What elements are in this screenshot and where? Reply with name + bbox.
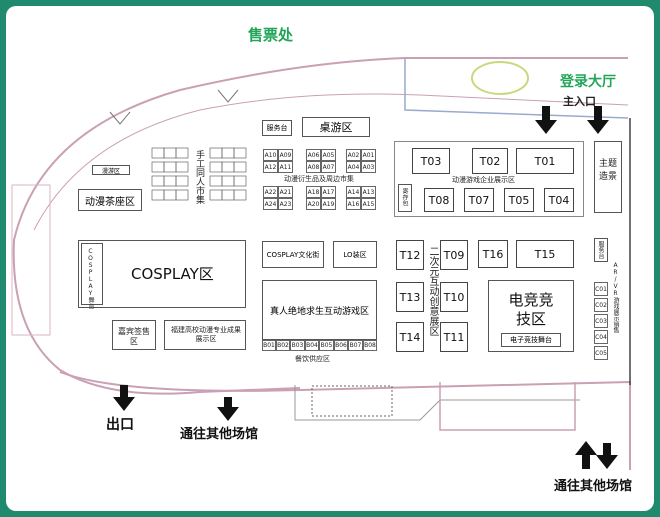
ticket-office-label: 售票处 <box>248 26 294 44</box>
booth-t11: T11 <box>440 322 468 352</box>
cosplay-area: COSPLAY舞台 COSPLAY区 <box>78 240 246 309</box>
booth: A17 <box>321 186 336 198</box>
booth-t03: T03 <box>412 148 450 174</box>
booth: A24 <box>263 198 278 210</box>
small-zone: 漫游区 <box>92 165 130 175</box>
cosplay-area-label: COSPLAY区 <box>131 265 214 283</box>
info-desk: 服务台 <box>594 238 608 262</box>
booth: B07 <box>348 340 363 351</box>
booth: A06 <box>306 149 321 161</box>
booth: A12 <box>263 161 278 173</box>
booth-t14: T14 <box>396 322 424 352</box>
main-entrance-label: 主入口 <box>563 95 596 108</box>
booth: A08 <box>306 161 321 173</box>
catering-label: 餐饮供应区 <box>295 355 330 363</box>
booth: A18 <box>306 186 321 198</box>
booth: A09 <box>278 149 293 161</box>
booth: B01 <box>262 340 276 351</box>
booth: A20 <box>306 198 321 210</box>
booth-t07: T07 <box>464 188 494 212</box>
booth: C02 <box>594 298 608 312</box>
booth-t12: T12 <box>396 240 424 270</box>
ar-vr-label: AR/VR游戏展示销售 <box>612 262 619 333</box>
booth-t13: T13 <box>396 282 424 312</box>
cosplay-stage: COSPLAY舞台 <box>81 243 103 309</box>
creative-area-label: 二次元互动创意展区 <box>427 246 438 336</box>
booth: A21 <box>278 186 293 198</box>
to-other-halls-label-2: 通往其他场馆 <box>554 479 633 494</box>
booth: A23 <box>278 198 293 210</box>
booth: C01 <box>594 282 608 296</box>
booth: A22 <box>263 186 278 198</box>
storage-area: 寄存包 <box>398 184 412 212</box>
booth-t16: T16 <box>478 240 508 268</box>
booth: C05 <box>594 346 608 360</box>
booth: B03 <box>290 340 305 351</box>
to-other-halls-label-1: 通往其他场馆 <box>180 427 259 442</box>
booth: C03 <box>594 314 608 328</box>
theme-scene: 主题造景 <box>594 141 622 213</box>
booth: A19 <box>321 198 336 210</box>
booth: A15 <box>361 198 376 210</box>
esports-area: 电竞竞技区 电子竞技舞台 <box>488 280 574 352</box>
booth: B05 <box>319 340 334 351</box>
booth: A10 <box>263 149 278 161</box>
booth: B02 <box>276 340 290 351</box>
service-desk: 服务台 <box>262 120 292 136</box>
booth: A13 <box>361 186 376 198</box>
booth-t08: T08 <box>424 188 454 212</box>
booth: A02 <box>346 149 361 161</box>
lobby-label: 登录大厅 <box>560 74 616 90</box>
booth: C04 <box>594 330 608 344</box>
booth-t02: T02 <box>472 148 508 174</box>
fujian-showcase-area: 福建高校动漫专业成果展示区 <box>164 320 246 350</box>
booth: A07 <box>321 161 336 173</box>
exit-label: 出口 <box>106 417 134 433</box>
booth-t01: T01 <box>516 148 574 174</box>
booth: B04 <box>305 340 319 351</box>
booth: A01 <box>361 149 376 161</box>
booth: A05 <box>321 149 336 161</box>
board-games-area: 桌游区 <box>302 117 370 137</box>
booth-t10: T10 <box>440 282 468 312</box>
merch-market-label: 动漫衍生品及周边市集 <box>284 175 354 183</box>
booth: B06 <box>334 340 348 351</box>
lo-area: LO装区 <box>333 241 377 268</box>
booth: A11 <box>278 161 293 173</box>
booth-t15: T15 <box>516 240 574 268</box>
enterprise-label: 动漫游戏企业展示区 <box>452 176 515 184</box>
guest-signing-area: 嘉宾签售区 <box>112 320 156 350</box>
booth: A14 <box>346 186 361 198</box>
booth: A03 <box>361 161 376 173</box>
booth: B08 <box>363 340 377 351</box>
cosplay-culture-street: COSPLAY文化街 <box>262 241 324 268</box>
booth-t09: T09 <box>440 240 468 270</box>
booth: A16 <box>346 198 361 210</box>
booth-t04: T04 <box>544 188 574 212</box>
anime-tea-area: 动漫茶座区 <box>78 189 142 211</box>
booth-t05: T05 <box>504 188 534 212</box>
esports-stage: 电子竞技舞台 <box>501 333 561 347</box>
live-game-area: 真人绝地求生互动游戏区 <box>262 280 377 340</box>
handmade-market-label: 手工同人市集 <box>194 150 204 204</box>
booth: A04 <box>346 161 361 173</box>
